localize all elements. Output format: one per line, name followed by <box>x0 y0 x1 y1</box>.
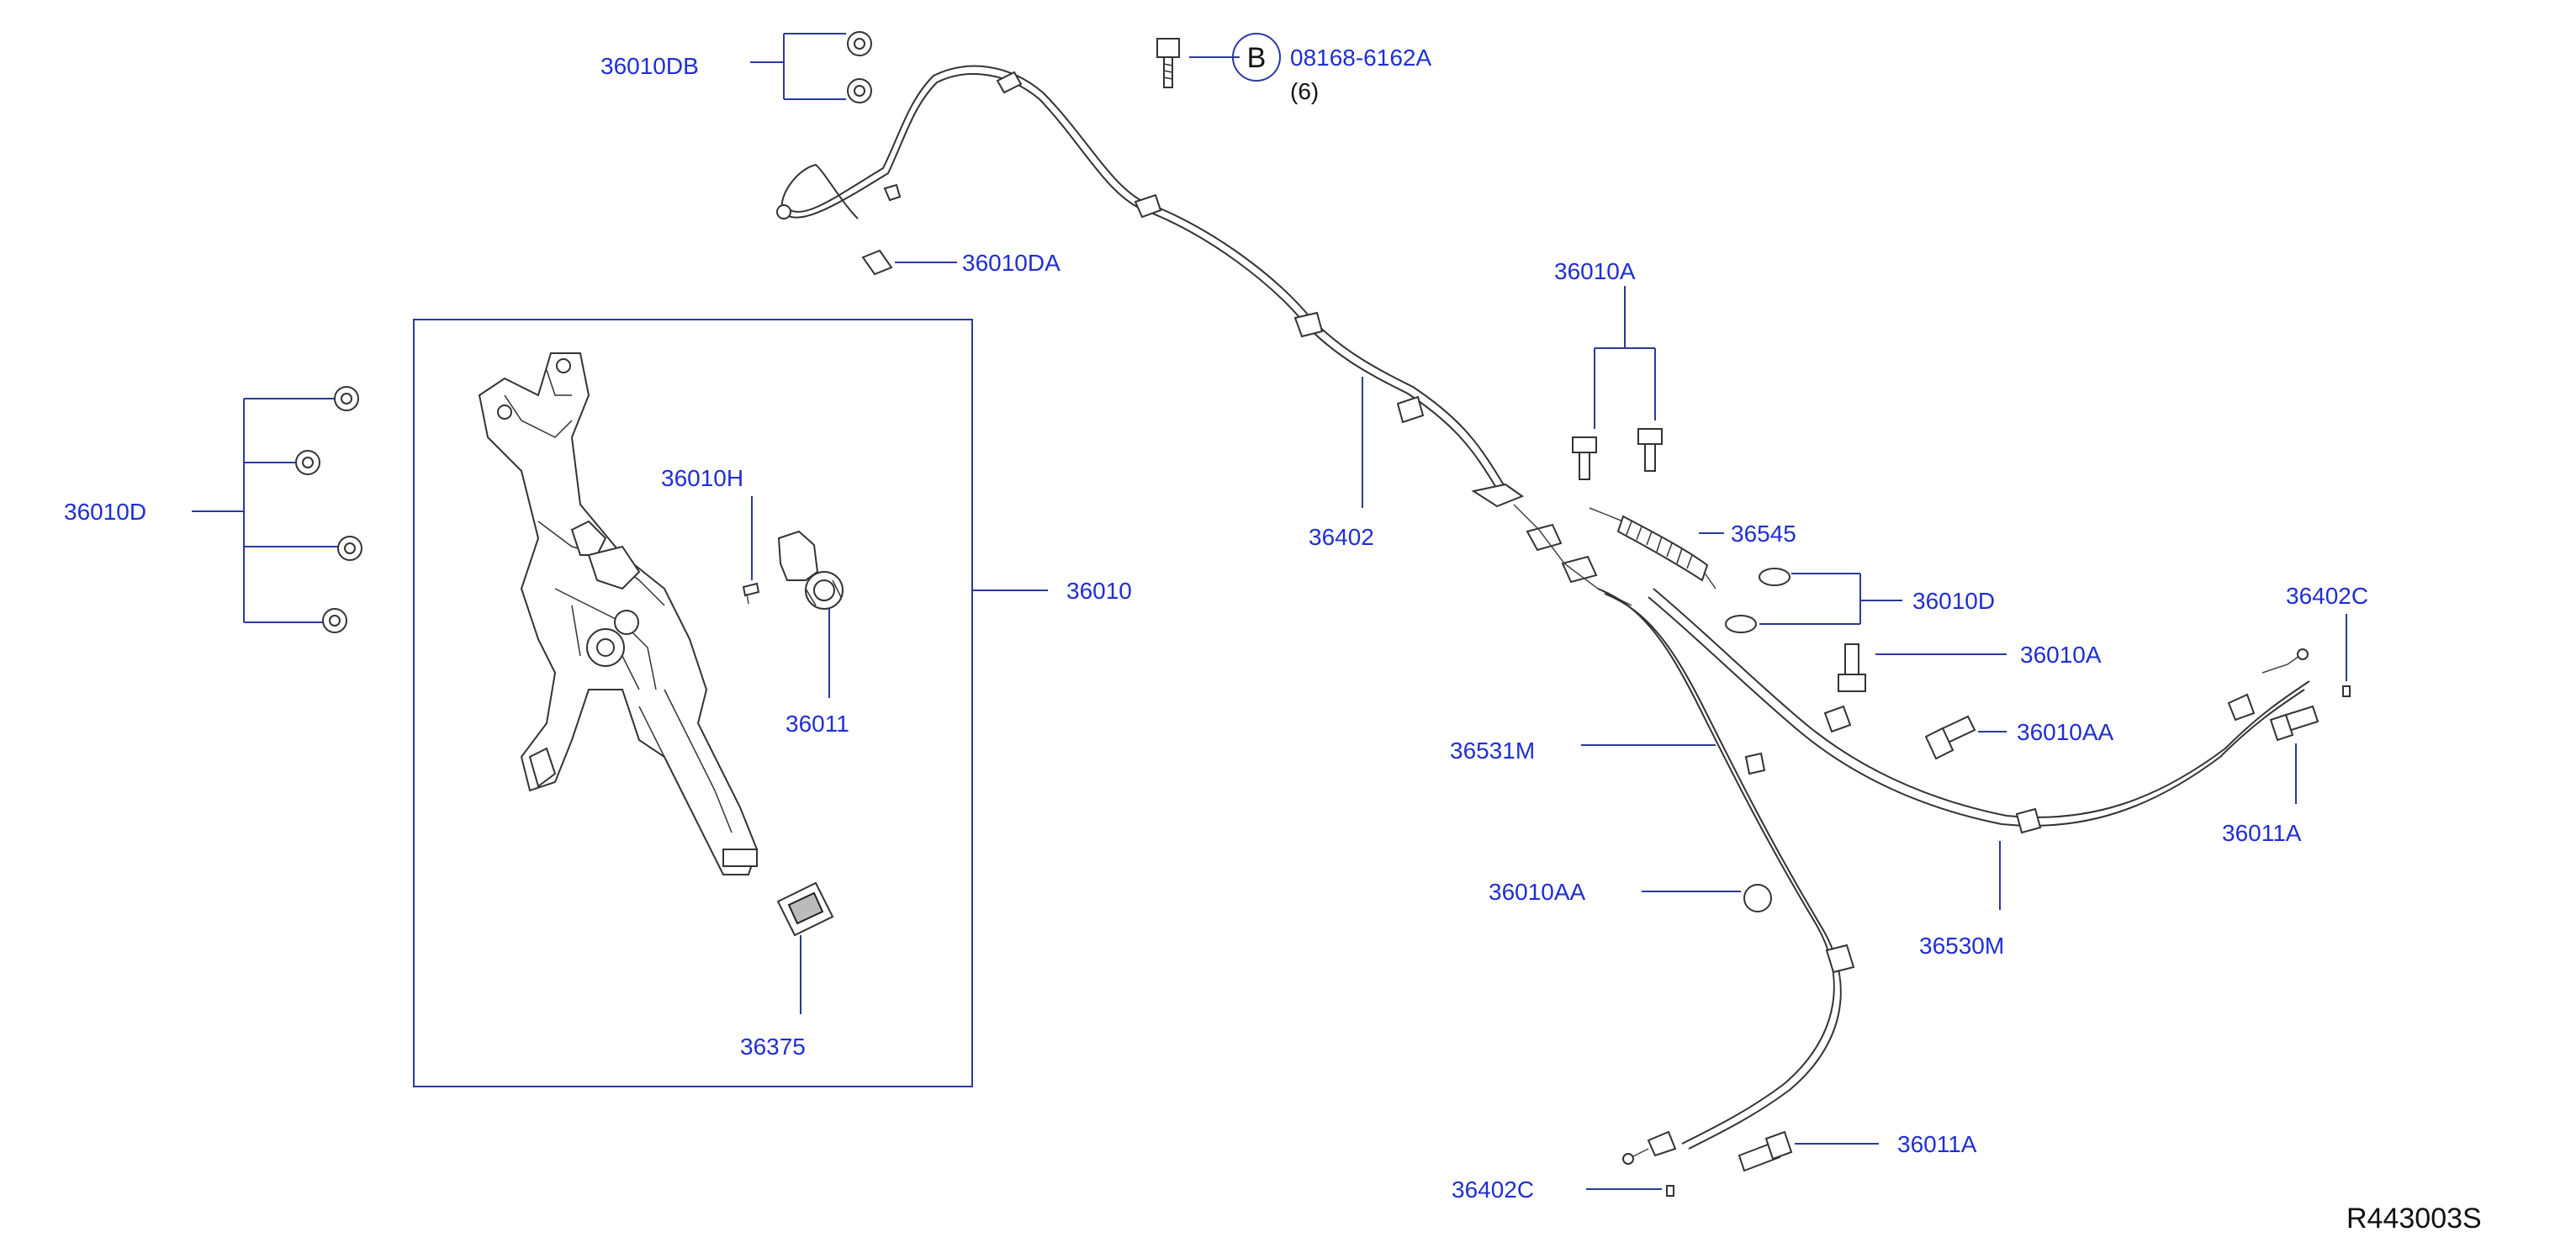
label-36402c-bottom: 36402C <box>1452 1177 1534 1203</box>
nuts-36010db-drawing <box>847 31 872 103</box>
clip-36010h-drawing <box>742 582 760 605</box>
diagram-reference-code: R443003S <box>2346 1203 2482 1235</box>
rear-cable-36530m-drawing <box>1648 588 2310 834</box>
label-36011a-right: 36011A <box>2222 820 2302 846</box>
label-36375: 36375 <box>740 1034 806 1060</box>
bolt-36011a-bottom-drawing <box>1738 1130 1793 1172</box>
label-36402c-right: 36402C <box>2286 583 2368 609</box>
label-36545: 36545 <box>1731 521 1796 547</box>
switch-36011-drawing <box>777 530 844 610</box>
bolt-36010aa-right-drawing <box>1924 715 1976 760</box>
clip-36402c-right-drawing <box>2342 685 2351 697</box>
leader-lines <box>192 33 2347 1190</box>
callout-b-quantity: (6) <box>1290 78 1319 104</box>
bolt-36010a-right-drawing <box>1838 643 1866 692</box>
front-cable-36402-drawing <box>776 65 1525 508</box>
callout-b-letter: B <box>1247 42 1267 74</box>
label-36010aa-right: 36010AA <box>2017 719 2114 745</box>
label-36530m: 36530M <box>1919 933 2004 959</box>
clip-36010aa-left-drawing <box>1743 884 1772 912</box>
bolt-36011a-right-drawing <box>2269 705 2319 742</box>
grommets-36010d-right-drawing <box>1725 568 1791 633</box>
label-36010h: 36010H <box>661 465 743 491</box>
callout-b-circle <box>1232 33 1281 82</box>
label-36010db: 36010DB <box>600 53 699 79</box>
label-36011: 36011 <box>785 711 849 737</box>
label-36010d-left: 36010D <box>64 499 146 525</box>
pedal-assembly-box <box>413 319 973 1087</box>
clip-36402c-bottom-drawing <box>1666 1185 1674 1197</box>
label-36010a-top: 36010A <box>1554 258 1636 284</box>
callout-b-part-number: 08168-6162A <box>1290 45 1431 71</box>
spring-36545-drawing <box>1589 507 1716 590</box>
rear-cable-36531m-drawing <box>1597 588 1855 1165</box>
parking-brake-pedal-assembly-drawing <box>478 352 759 875</box>
label-36011a-bottom: 36011A <box>1897 1131 1977 1157</box>
label-36531m: 36531M <box>1450 738 1535 764</box>
nuts-36010d-left-drawing <box>295 386 362 633</box>
bolt-b-drawing <box>1156 38 1180 88</box>
label-36402: 36402 <box>1309 524 1374 550</box>
pedal-pad-36375-drawing <box>776 881 834 937</box>
clip-36010da-drawing <box>861 249 893 276</box>
equalizer-junction-drawing <box>1513 504 1632 606</box>
bolts-36010a-top-drawing <box>1572 428 1663 480</box>
label-36010: 36010 <box>1066 578 1132 604</box>
label-36010a-right: 36010A <box>2020 642 2102 668</box>
label-36010aa-left: 36010AA <box>1489 879 1586 905</box>
label-36010d-right: 36010D <box>1912 588 1995 614</box>
label-36010da: 36010DA <box>962 250 1061 276</box>
